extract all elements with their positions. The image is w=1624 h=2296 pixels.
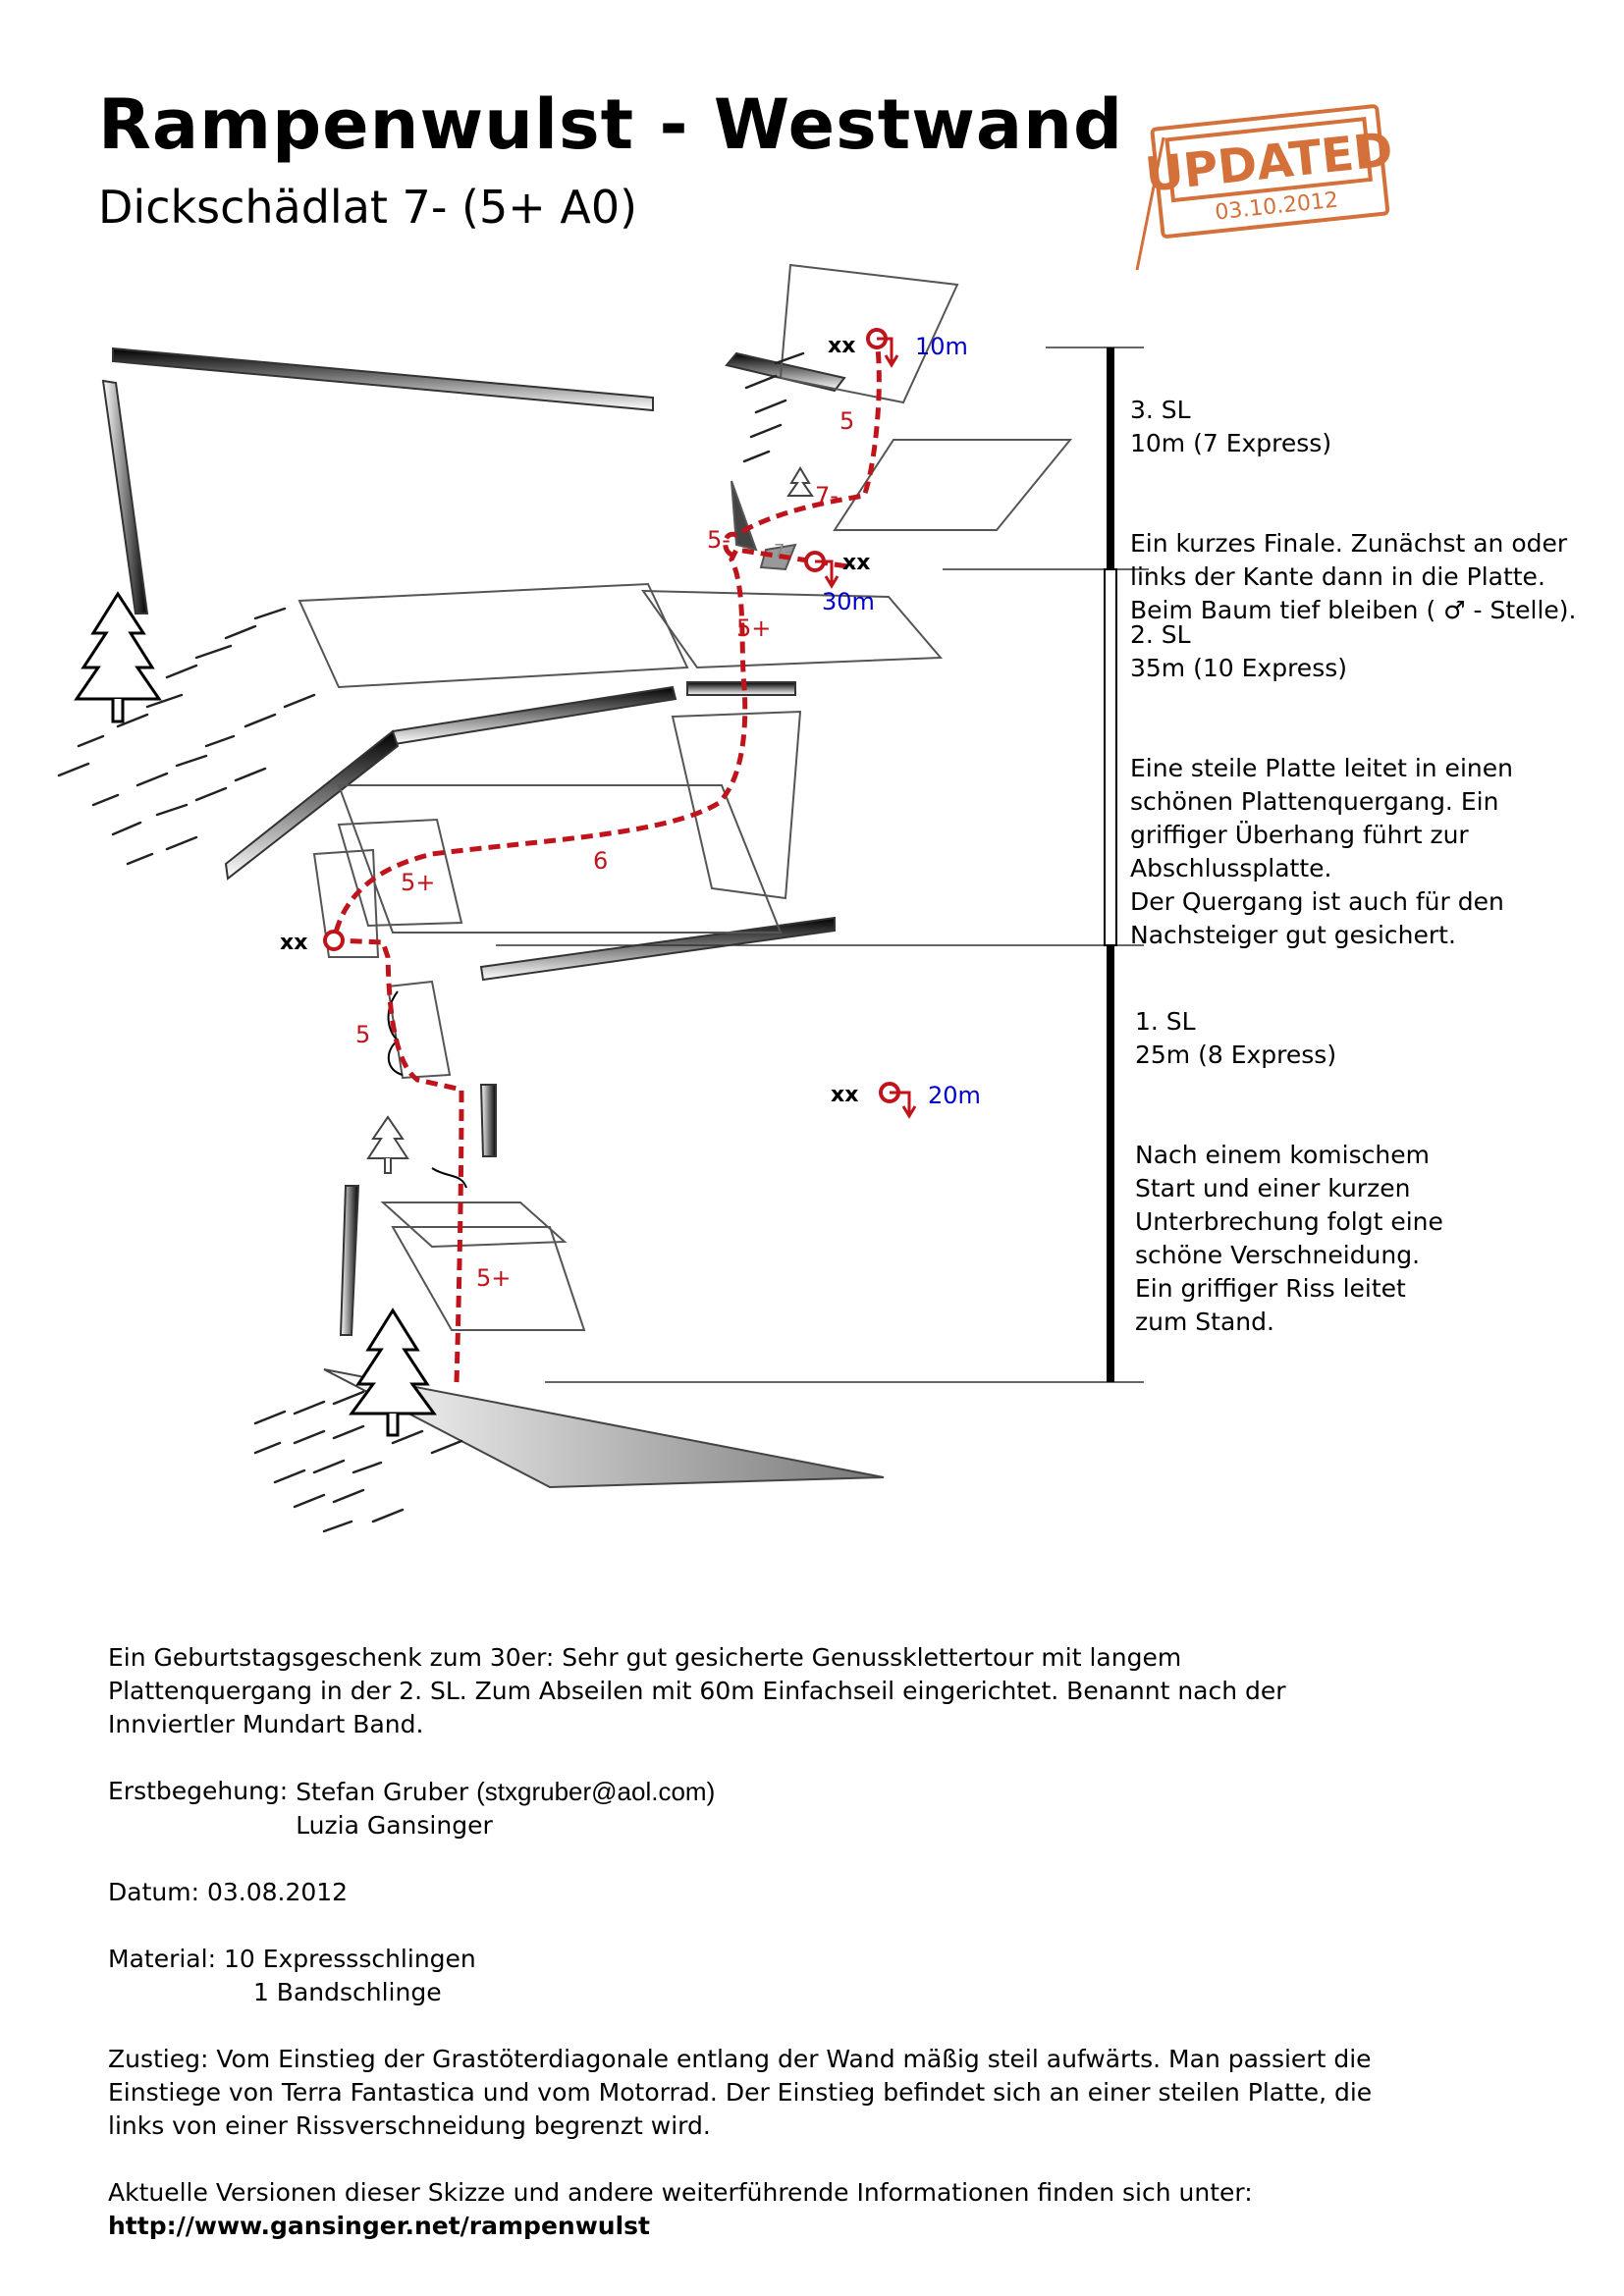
intro-text: Ein Geburtstagsgeschenk zum 30er: Sehr g… [108, 1643, 1286, 1738]
material-row: Material: 10 Expressschlingen 1 Bandschl… [108, 1943, 1384, 2009]
links-paragraph: Aktuelle Versionen dieser Skizze und and… [108, 2176, 1384, 2243]
grade-label: 7- [774, 541, 791, 561]
grade-label: 5+ [736, 614, 771, 642]
route-line [330, 338, 882, 1383]
first-ascent-name-1: Stefan Gruber [296, 1778, 477, 1806]
rappel-arrow-icon [815, 337, 917, 1119]
material-item-2: 1 Bandschlinge [252, 1978, 442, 2006]
date-value: 03.08.2012 [206, 1878, 349, 1906]
grade-label: 5 [839, 407, 854, 435]
date-row: Datum: 03.08.2012 [108, 1876, 1384, 1909]
first-ascent-email[interactable]: (stxgruber@aol.com) [476, 1777, 716, 1806]
anchor-mark-mid: xx [842, 551, 870, 575]
grade-label: 7- [815, 482, 839, 509]
small-tree-icon [366, 466, 814, 1174]
pitch-1-description: Nach einem komischem Start und einer kur… [1135, 1141, 1443, 1336]
pitch-3-block: 3. SL 10m (7 Express) Ein kurzes Finale.… [1130, 360, 1577, 661]
pitch-2-description: Eine steile Platte leitet in einen schön… [1130, 754, 1513, 949]
tree-icon [74, 591, 437, 1437]
page-title: Rampenwulst - Westwand [98, 84, 1124, 165]
grass-hatching [57, 351, 805, 1533]
first-ascent-label: Erstbegehung: [108, 1777, 297, 1805]
rappel-label-20m: 20m [928, 1082, 981, 1109]
anchor-icon [323, 328, 900, 1103]
grade-label: 5- [707, 526, 731, 554]
date-label: Datum: [108, 1878, 207, 1906]
anchor-mark-top: xx [828, 334, 855, 358]
pitch-length-bar [1104, 347, 1117, 1382]
pitch-3-heading: 3. SL 10m (7 Express) [1130, 396, 1332, 457]
route-info: Ein Geburtstagsgeschenk zum 30er: Sehr g… [108, 1641, 1384, 2243]
links-text: Aktuelle Versionen dieser Skizze und and… [108, 2178, 1253, 2207]
rock-features [101, 263, 1073, 1489]
material-label: Material: [108, 1945, 224, 1973]
updated-stamp: UPDATED 03.10.2012 [1135, 104, 1395, 271]
rappel-label-30m: 30m [822, 588, 875, 615]
pitch-2-block: 2. SL 35m (10 Express) Eine steile Platt… [1130, 585, 1513, 986]
pitch-1-heading: 1. SL 25m (8 Express) [1135, 1007, 1337, 1069]
pitch-3-description: Ein kurzes Finale. Zunächst an oder link… [1130, 529, 1577, 624]
pitch-2-heading: 2. SL 35m (10 Express) [1130, 620, 1347, 682]
route-topo: xx xx xx xx 10m 30m 20m 5 7- 5- 7- 5+ 6 … [57, 263, 1149, 1533]
anchor-mark-right: xx [831, 1083, 858, 1107]
grade-label: 5+ [476, 1264, 511, 1292]
website-link[interactable]: http://www.gansinger.net/rampenwulst [108, 2212, 650, 2240]
first-ascent: Erstbegehung: Stefan Gruber (stxgruber@a… [108, 1775, 1384, 1842]
first-ascent-name-2: Luzia Gansinger [296, 1811, 493, 1840]
route-subtitle: Dickschädlat 7- (5+ A0) [98, 181, 638, 234]
rappel-label-10m: 10m [915, 333, 968, 360]
grade-label: 5 [355, 1021, 370, 1048]
anchor-mark-left: xx [280, 931, 307, 955]
pitch-1-block: 1. SL 25m (8 Express) Nach einem komisch… [1135, 972, 1443, 1372]
approach-text: Zustieg: Vom Einstieg der Grastöterdiago… [108, 2045, 1373, 2140]
grade-label: 6 [593, 847, 608, 875]
grade-label: 5+ [401, 869, 435, 896]
material-item-1: 10 Expressschlingen [223, 1945, 476, 1973]
